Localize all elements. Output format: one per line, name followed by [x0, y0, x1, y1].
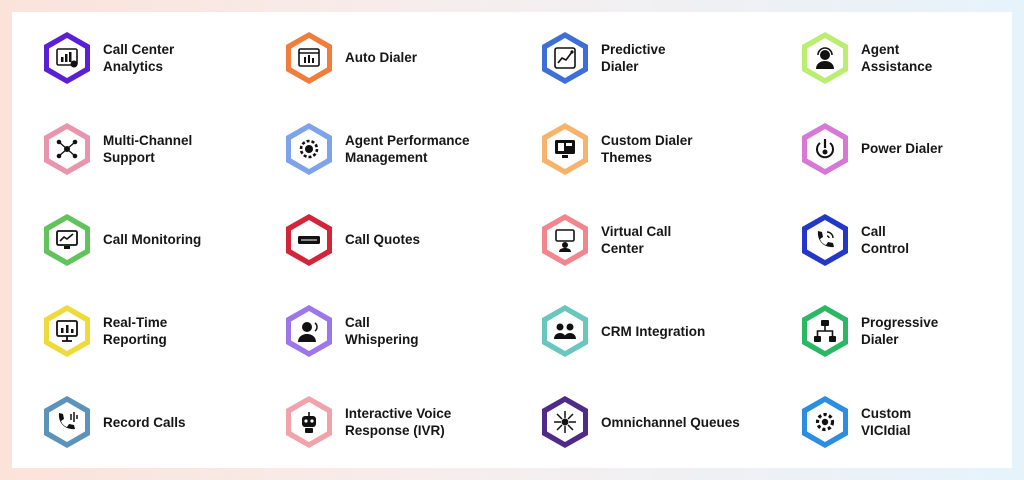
feature-hexagon-badge	[42, 304, 92, 358]
feature-label: Custom Dialer Themes	[601, 132, 693, 165]
feature-hexagon-badge	[540, 304, 590, 358]
phone-control-icon	[817, 230, 834, 248]
feature-hexagon-badge	[800, 213, 850, 267]
feature-label: Power Dialer	[861, 141, 943, 157]
feature-label: Interactive Voice Response (IVR)	[345, 406, 452, 439]
multichannel-network-icon	[56, 139, 78, 159]
feature-hexagon-badge	[540, 213, 590, 267]
crm-people-icon	[554, 323, 576, 340]
features-panel: Call Center Analytics Auto Dialer Predic…	[12, 12, 1012, 468]
features-grid: Call Center Analytics Auto Dialer Predic…	[42, 12, 1002, 468]
power-dial-icon	[816, 138, 834, 158]
feature-label: Virtual Call Center	[601, 223, 672, 256]
feature-hexagon-badge	[284, 304, 334, 358]
feature-hexagon-badge	[540, 395, 590, 449]
feature-hexagon-badge	[284, 31, 334, 85]
feature-item-interactive-voice-response-ivr[interactable]: Interactive Voice Response (IVR)	[284, 377, 540, 468]
feature-item-virtual-call-center[interactable]: Virtual Call Center	[540, 194, 800, 285]
feature-item-custom-dialer-themes[interactable]: Custom Dialer Themes	[540, 103, 800, 194]
feature-label: Omnichannel Queues	[601, 414, 740, 430]
feature-hexagon-badge	[284, 395, 334, 449]
omnichannel-hub-icon	[554, 411, 576, 434]
report-board-icon	[56, 320, 78, 343]
feature-label: Progressive Dialer	[861, 315, 939, 348]
feature-item-real-time-reporting[interactable]: Real-Time Reporting	[42, 286, 284, 377]
feature-label: Custom VICIdial	[861, 406, 912, 439]
feature-label: Agent Performance Management	[345, 132, 470, 165]
feature-hexagon-badge	[284, 213, 334, 267]
feature-hexagon-badge	[800, 395, 850, 449]
feature-label: Call Monitoring	[103, 232, 202, 248]
feature-item-record-calls[interactable]: Record Calls	[42, 377, 284, 468]
feature-label: Multi-Channel Support	[103, 132, 193, 165]
record-phone-icon	[58, 412, 78, 430]
feature-item-call-quotes[interactable]: Call Quotes	[284, 194, 540, 285]
feature-hexagon-badge	[42, 395, 92, 449]
predictive-graph-icon	[554, 46, 576, 69]
feature-item-power-dialer[interactable]: Power Dialer	[800, 103, 1002, 194]
feature-label: Call Quotes	[345, 232, 421, 248]
feature-label: Real-Time Reporting	[103, 315, 168, 348]
feature-label: Call Center Analytics	[103, 41, 175, 74]
progressive-hierarchy-icon	[814, 320, 836, 343]
feature-label: CRM Integration	[601, 323, 706, 339]
performance-gear-icon	[299, 139, 319, 159]
feature-hexagon-badge	[42, 122, 92, 176]
feature-item-custom-vicidial[interactable]: Custom VICIdial	[800, 377, 1002, 468]
dialer-window-icon	[298, 47, 320, 67]
feature-item-auto-dialer[interactable]: Auto Dialer	[284, 12, 540, 103]
feature-hexagon-badge	[42, 31, 92, 85]
feature-item-agent-performance-management[interactable]: Agent Performance Management	[284, 103, 540, 194]
feature-item-predictive-dialer[interactable]: Predictive Dialer	[540, 12, 800, 103]
ivr-robot-icon	[302, 412, 316, 434]
feature-item-progressive-dialer[interactable]: Progressive Dialer	[800, 286, 1002, 377]
feature-label: Record Calls	[103, 414, 186, 430]
custom-settings-icon	[815, 413, 835, 432]
quote-bubble-icon	[298, 235, 320, 244]
feature-hexagon-badge	[42, 213, 92, 267]
feature-label: Predictive Dialer	[601, 41, 666, 74]
feature-item-call-whispering[interactable]: Call Whispering	[284, 286, 540, 377]
feature-item-call-monitoring[interactable]: Call Monitoring	[42, 194, 284, 285]
feature-hexagon-badge	[800, 122, 850, 176]
theme-screen-icon	[555, 139, 575, 158]
monitor-screen-icon	[56, 230, 78, 249]
feature-hexagon-badge	[284, 122, 334, 176]
feature-item-call-control[interactable]: Call Control	[800, 194, 1002, 285]
feature-hexagon-badge	[540, 31, 590, 85]
feature-hexagon-badge	[540, 122, 590, 176]
feature-label: Auto Dialer	[345, 50, 418, 66]
agent-headset-icon	[816, 46, 834, 69]
feature-hexagon-badge	[800, 31, 850, 85]
analytics-chart-icon	[56, 47, 78, 68]
feature-hexagon-badge	[800, 304, 850, 358]
virtual-office-icon	[555, 229, 575, 252]
feature-item-crm-integration[interactable]: CRM Integration	[540, 286, 800, 377]
whisper-person-icon	[298, 322, 318, 343]
feature-item-call-center-analytics[interactable]: Call Center Analytics	[42, 12, 284, 103]
feature-item-multi-channel-support[interactable]: Multi-Channel Support	[42, 103, 284, 194]
feature-label: Call Whispering	[345, 315, 419, 348]
feature-label: Call Control	[861, 223, 909, 256]
feature-item-agent-assistance[interactable]: Agent Assistance	[800, 12, 1002, 103]
feature-item-omnichannel-queues[interactable]: Omnichannel Queues	[540, 377, 800, 468]
feature-label: Agent Assistance	[861, 41, 933, 74]
